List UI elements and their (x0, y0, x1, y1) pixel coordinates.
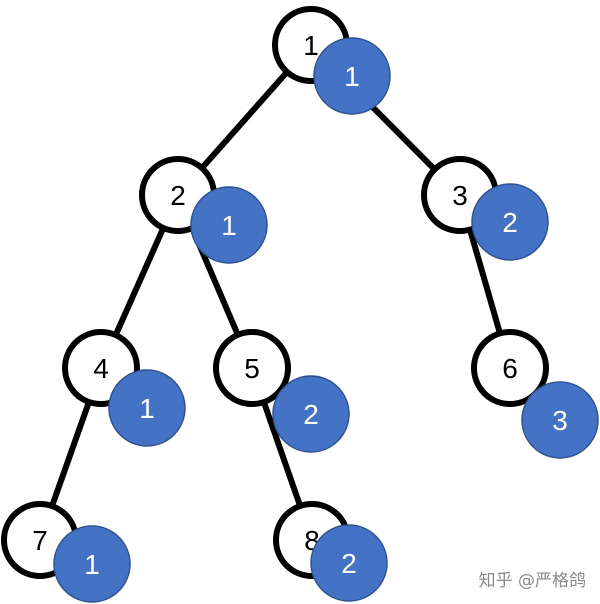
node-label: 5 (244, 353, 260, 384)
watermark: 知乎 @严格鸽 (478, 571, 586, 591)
badge-label: 2 (341, 548, 357, 579)
badge-label: 1 (139, 393, 155, 424)
badge-label: 1 (221, 210, 237, 241)
badge-circle (272, 375, 350, 453)
badge-label: 1 (344, 61, 360, 92)
node-label: 7 (32, 525, 48, 556)
badge-label: 1 (84, 549, 100, 580)
badge-circle (521, 381, 599, 459)
badge-circle (471, 183, 549, 261)
node-circle (213, 329, 291, 407)
badge-circle (53, 525, 131, 603)
tree-node-2: 21 (139, 156, 268, 264)
tree-node-1: 11 (272, 6, 391, 115)
badge-circle (190, 186, 268, 264)
badge-label: 3 (552, 405, 568, 436)
edges-layer (37, 42, 513, 543)
badge-circle (108, 369, 186, 447)
badge-label: 2 (502, 207, 518, 238)
node-label: 6 (502, 353, 518, 384)
badge-label: 2 (303, 399, 319, 430)
badge-circle (310, 524, 388, 602)
node-label: 1 (303, 30, 319, 61)
node-label: 2 (170, 180, 186, 211)
node-label: 4 (93, 353, 109, 384)
tree-node-7: 71 (1, 501, 131, 603)
badge-circle (313, 37, 391, 115)
tree-node-5: 52 (213, 329, 350, 453)
node-circle (471, 329, 549, 407)
node-label: 3 (452, 180, 468, 211)
tree-node-8: 82 (273, 501, 388, 602)
tree-node-4: 41 (62, 329, 186, 447)
tree-node-6: 63 (471, 329, 599, 459)
tree-node-3: 32 (421, 156, 549, 261)
